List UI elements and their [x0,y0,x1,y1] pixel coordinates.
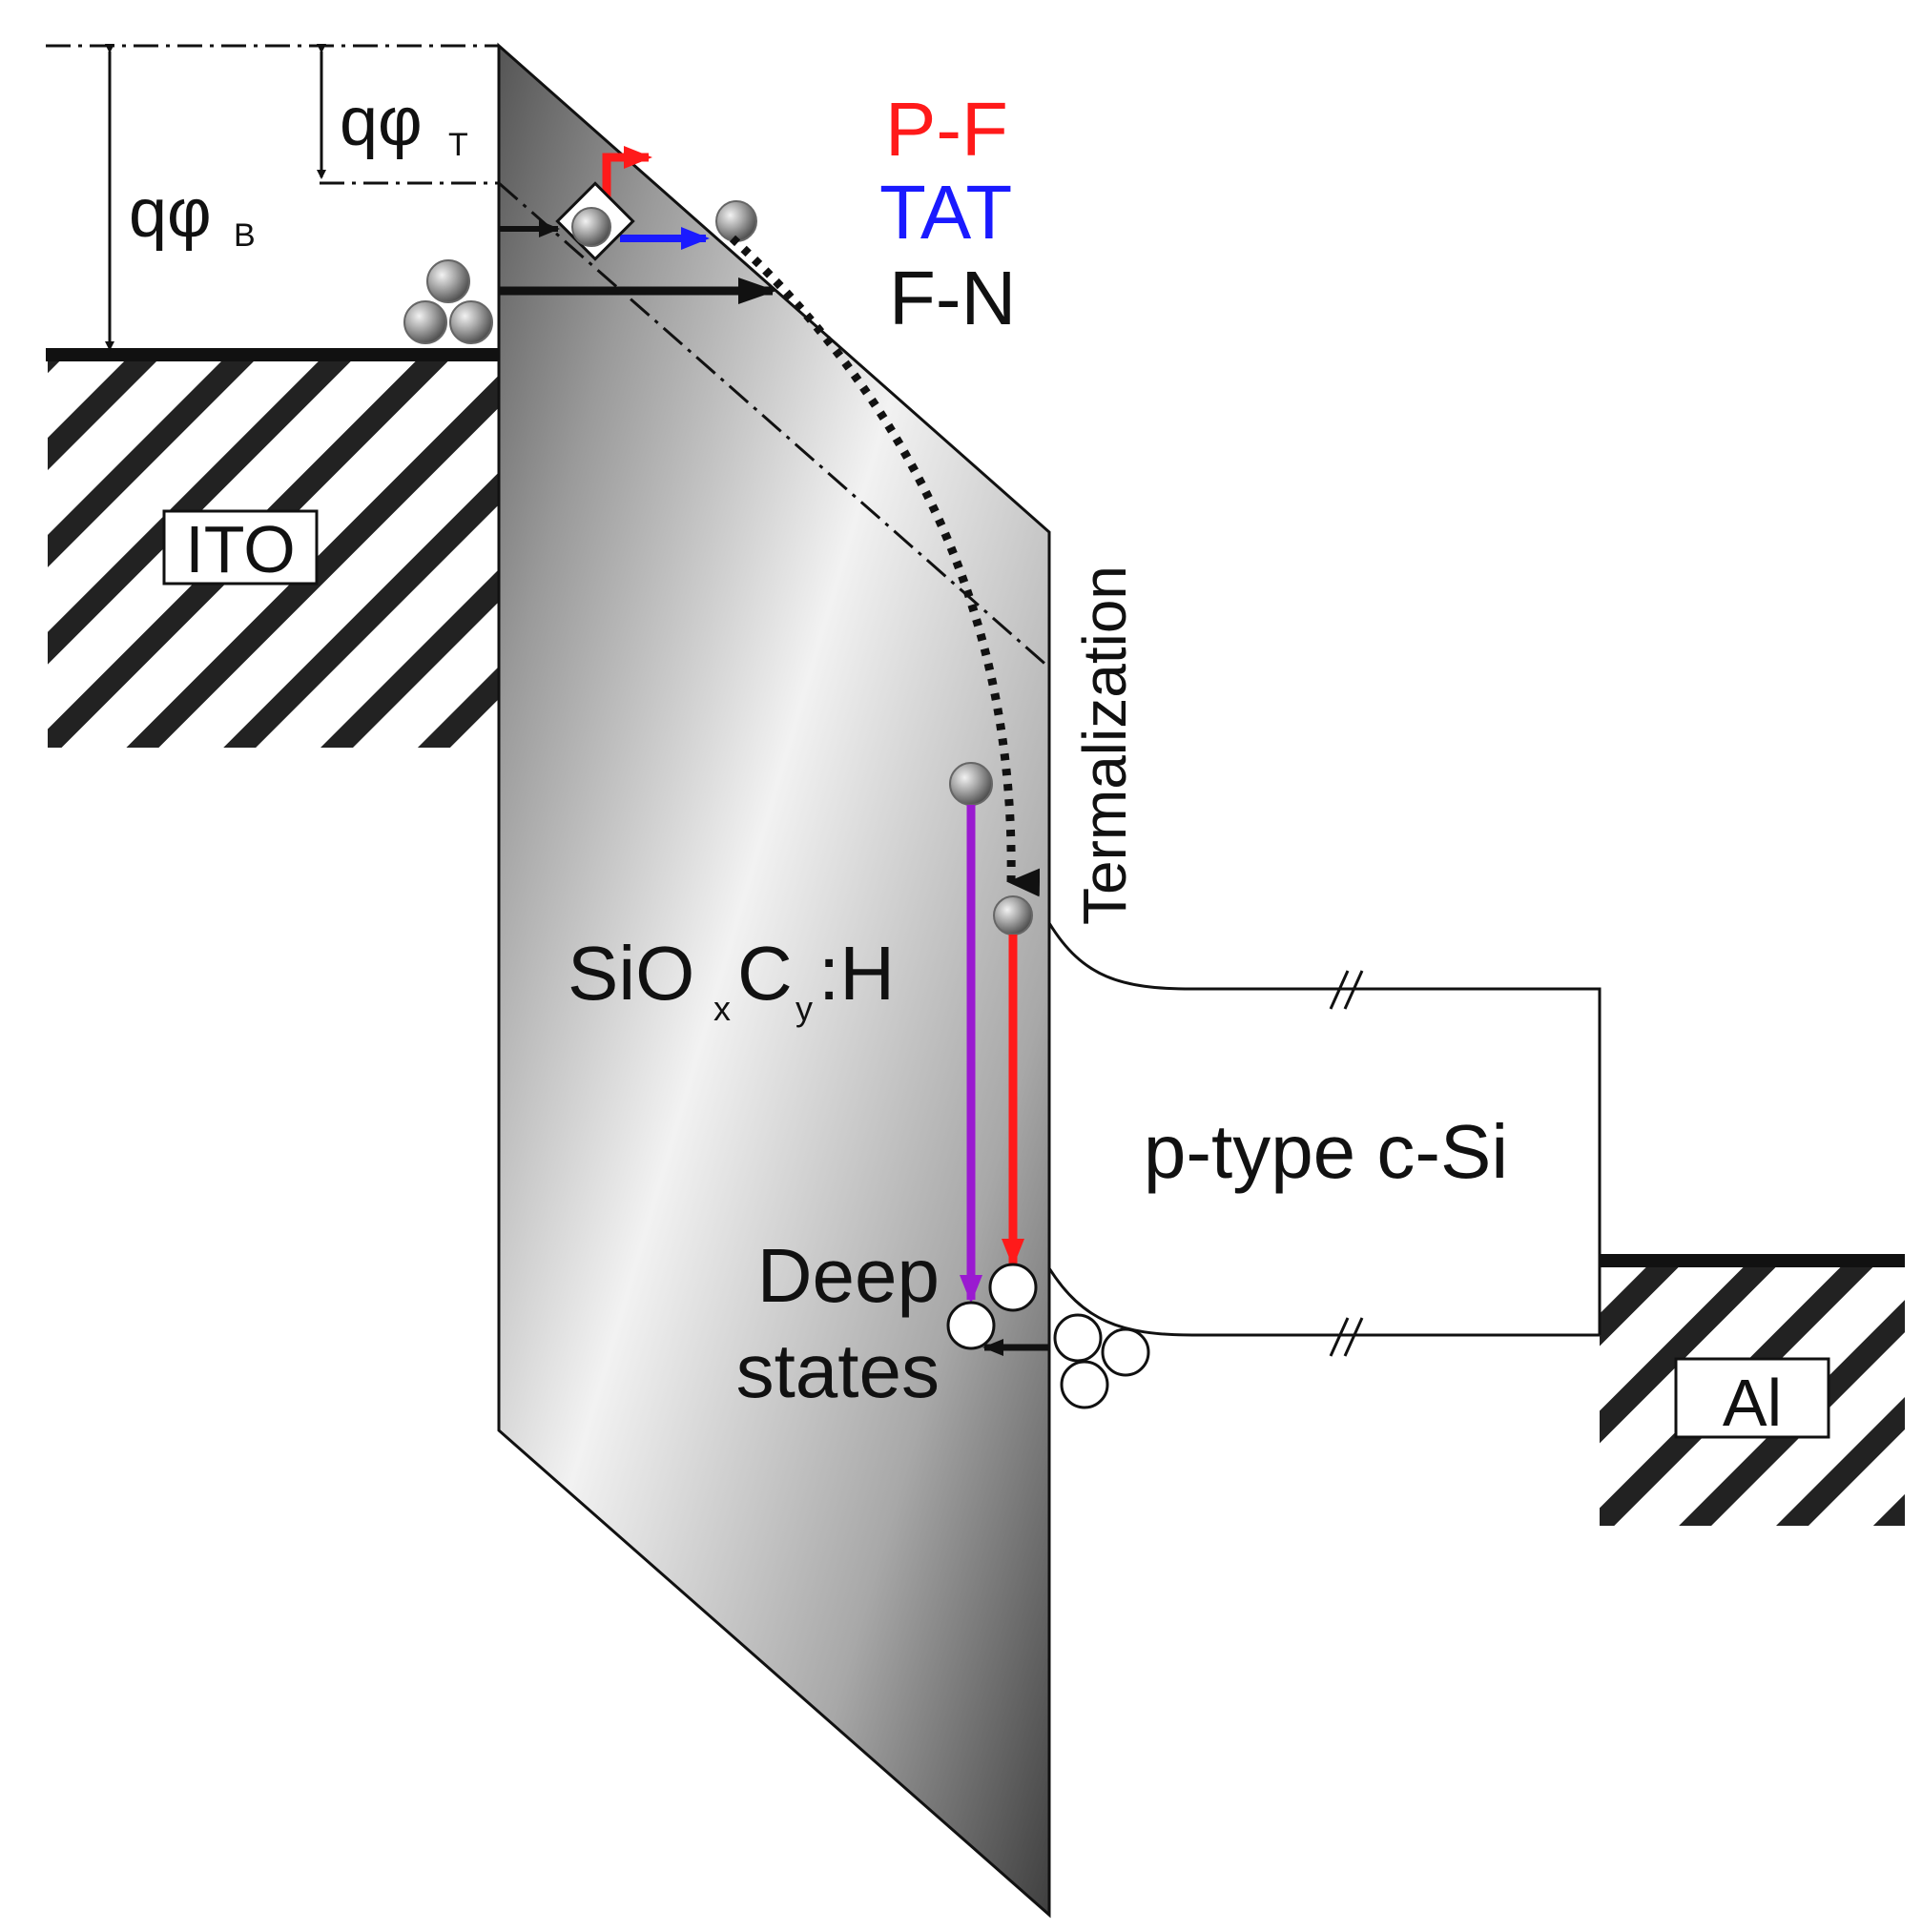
electron-left [949,762,993,806]
al-label-box [1674,1357,1830,1439]
oxide-band [497,42,1051,1919]
electron-cluster-left [403,300,447,344]
axis-break-top [1329,970,1364,1010]
pf-emission-arrow [602,146,652,208]
legend-fn: F-N [889,256,1016,340]
deep-states-label-line2: states [736,1328,940,1413]
thermalization-path [729,235,1041,897]
q-phi-b-label: qφ [129,175,212,252]
silicon-valence-band [1047,1267,1600,1337]
deep-states-label-line1: Deep [757,1233,940,1318]
oxide-label-sub-y: y [796,989,813,1028]
trap-level-line [498,181,1050,669]
al-label: Al [1723,1366,1782,1440]
mechanism-legend: P-F TAT F-N [879,87,1016,340]
oxide-label-h: :H [818,931,895,1016]
axis-break-bottom [1329,1317,1364,1357]
legend-pf: P-F [885,87,1008,172]
electron-right [993,895,1033,935]
trapped-electron [571,207,611,247]
oxide-label-sub-x: x [713,989,731,1028]
hole-cluster-top-right [1101,1327,1150,1377]
ito-label-box [162,509,319,586]
hole-cluster-top-left [1053,1313,1103,1363]
silicon-label: p-type c-Si [1144,1109,1508,1194]
thermalization-label: Termalization [1070,565,1139,925]
tunneled-electron [715,200,757,242]
oxide-label-main: SiO [568,931,694,1016]
hole-cluster-bottom [1060,1360,1109,1409]
deep-state-hole-1 [988,1263,1038,1312]
ito-label: ITO [185,512,295,586]
q-phi-t-subscript: T [448,127,468,163]
electron-cluster-right [449,300,493,344]
oxide-label-c: C [737,931,793,1016]
q-phi-t-label: qφ [340,84,423,160]
deep-state-hole-2 [946,1301,996,1350]
electron-cluster-top [426,259,470,303]
legend-tat: TAT [879,170,1012,255]
silicon-conduction-band [1047,922,1602,1335]
q-phi-b-subscript: B [234,217,256,254]
